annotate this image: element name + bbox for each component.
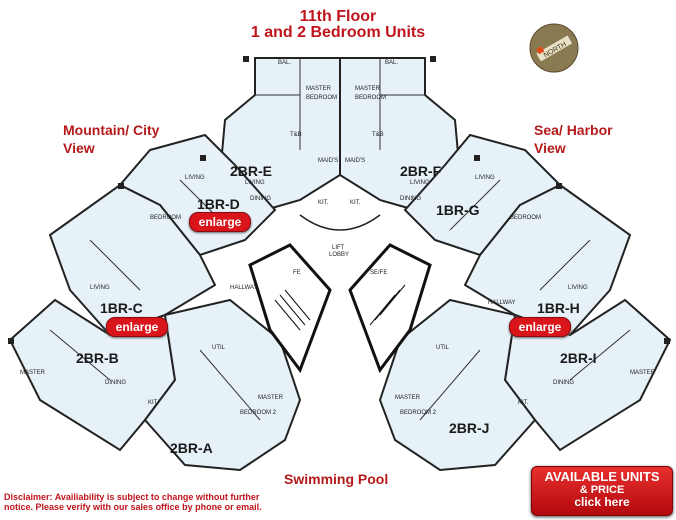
room-label-dining-i: DINING (553, 380, 574, 386)
room-label-bedroom2-a: BEDROOM 2 (240, 410, 277, 416)
room-label-fe: FE (293, 270, 301, 276)
unit-label-2br-i: 2BR-I (560, 350, 597, 366)
unit-label-2br-f: 2BR-F (400, 163, 442, 179)
room-label-kit-f: KIT. (350, 200, 361, 206)
unit-label-1br-h: 1BR-H (537, 300, 580, 316)
room-label-master-b: MASTER (20, 370, 46, 376)
room-label-tb-e: T&B (290, 132, 302, 138)
room-label-master-e: MASTER (306, 86, 332, 92)
disclaimer-text: Disclaimer: Availiability is subject to … (4, 492, 262, 512)
room-label-maids-f: MAID'S (345, 158, 366, 164)
room-label-living-c: LIVING (90, 285, 110, 291)
unit-label-2br-b: 2BR-B (76, 350, 119, 366)
unit-label-2br-j: 2BR-J (449, 420, 490, 436)
room-label-util-j: UTIL (436, 345, 450, 351)
room-label-master-f: MASTER (355, 86, 381, 92)
room-label-living-e: LIVING (245, 180, 265, 186)
enlarge-1br-c-button[interactable]: enlarge (106, 317, 168, 337)
room-label-bal-f: BAL. (385, 60, 399, 66)
room-label-bal-e: BAL. (278, 60, 292, 66)
room-label-living-g: LIVING (475, 175, 495, 181)
swimming-pool-label: Swimming Pool (284, 471, 389, 487)
unit-1br-c-shape (48, 183, 217, 337)
room-label-bedroom-g: BEDROOM (510, 215, 542, 221)
available-units-line1: AVAILABLE UNITS (544, 469, 660, 484)
room-label-hallway-right: HALLWAY (488, 300, 516, 306)
room-label-util-a: UTIL (212, 345, 226, 351)
floor-subtitle: 1 and 2 Bedroom Units (250, 24, 426, 41)
enlarge-1br-h-button[interactable]: enlarge (509, 317, 571, 337)
view-right-line2: View (534, 140, 566, 156)
core-right (348, 243, 432, 374)
unit-label-2br-a: 2BR-A (170, 440, 213, 456)
unit-label-2br-e: 2BR-E (230, 163, 273, 179)
room-label-tb-f: T&B (372, 132, 384, 138)
north-compass-icon: NORTH (528, 22, 580, 74)
room-label-bedroom-e: BEDROOM (306, 95, 338, 101)
room-label-bedroom-d: BEDROOM (150, 215, 182, 221)
room-label-living-f: LIVING (410, 180, 430, 186)
room-label-master-i: MASTER (630, 370, 656, 376)
room-label-lobby: LOBBY (329, 252, 350, 258)
unit-2br-a-shape (143, 298, 302, 472)
available-units-button[interactable]: AVAILABLE UNITS & PRICE click here (531, 466, 673, 516)
view-right-line1: Sea/ Harbor (534, 122, 613, 138)
room-label-kit-b: KIT. (148, 400, 159, 406)
unit-2br-j-shape (378, 298, 537, 472)
room-label-dining-b: DINING (105, 380, 126, 386)
view-left-line1: Mountain/ City (63, 122, 160, 138)
view-left-line2: View (63, 140, 95, 156)
enlarge-1br-d-button[interactable]: enlarge (189, 212, 251, 232)
room-label-kit-i: KIT. (518, 400, 529, 406)
unit-label-1br-c: 1BR-C (100, 300, 143, 316)
room-label-living-d: LIVING (185, 175, 205, 181)
room-label-dining-f: DINING (400, 196, 421, 202)
available-units-line3: click here (574, 495, 630, 509)
room-label-sefe: SE/FE (370, 270, 388, 276)
unit-label-1br-g: 1BR-G (436, 202, 480, 218)
room-label-bedroom2-j: BEDROOM 2 (400, 410, 437, 416)
room-label-dining-e: DINING (250, 196, 271, 202)
room-label-living-h: LIVING (568, 285, 588, 291)
room-label-kit-e: KIT. (318, 200, 329, 206)
room-label-lift: LIFT (332, 245, 345, 251)
unit-label-1br-d: 1BR-D (197, 196, 240, 212)
floor-title: 11th Floor (299, 8, 377, 25)
room-label-bedroom-f: BEDROOM (355, 95, 387, 101)
room-label-master-a: MASTER (258, 395, 284, 401)
available-units-line2: & PRICE (579, 484, 625, 496)
room-label-hallway-left: HALLWAY (230, 285, 258, 291)
room-label-master-j: MASTER (395, 395, 421, 401)
room-label-maids-e: MAID'S (318, 158, 339, 164)
